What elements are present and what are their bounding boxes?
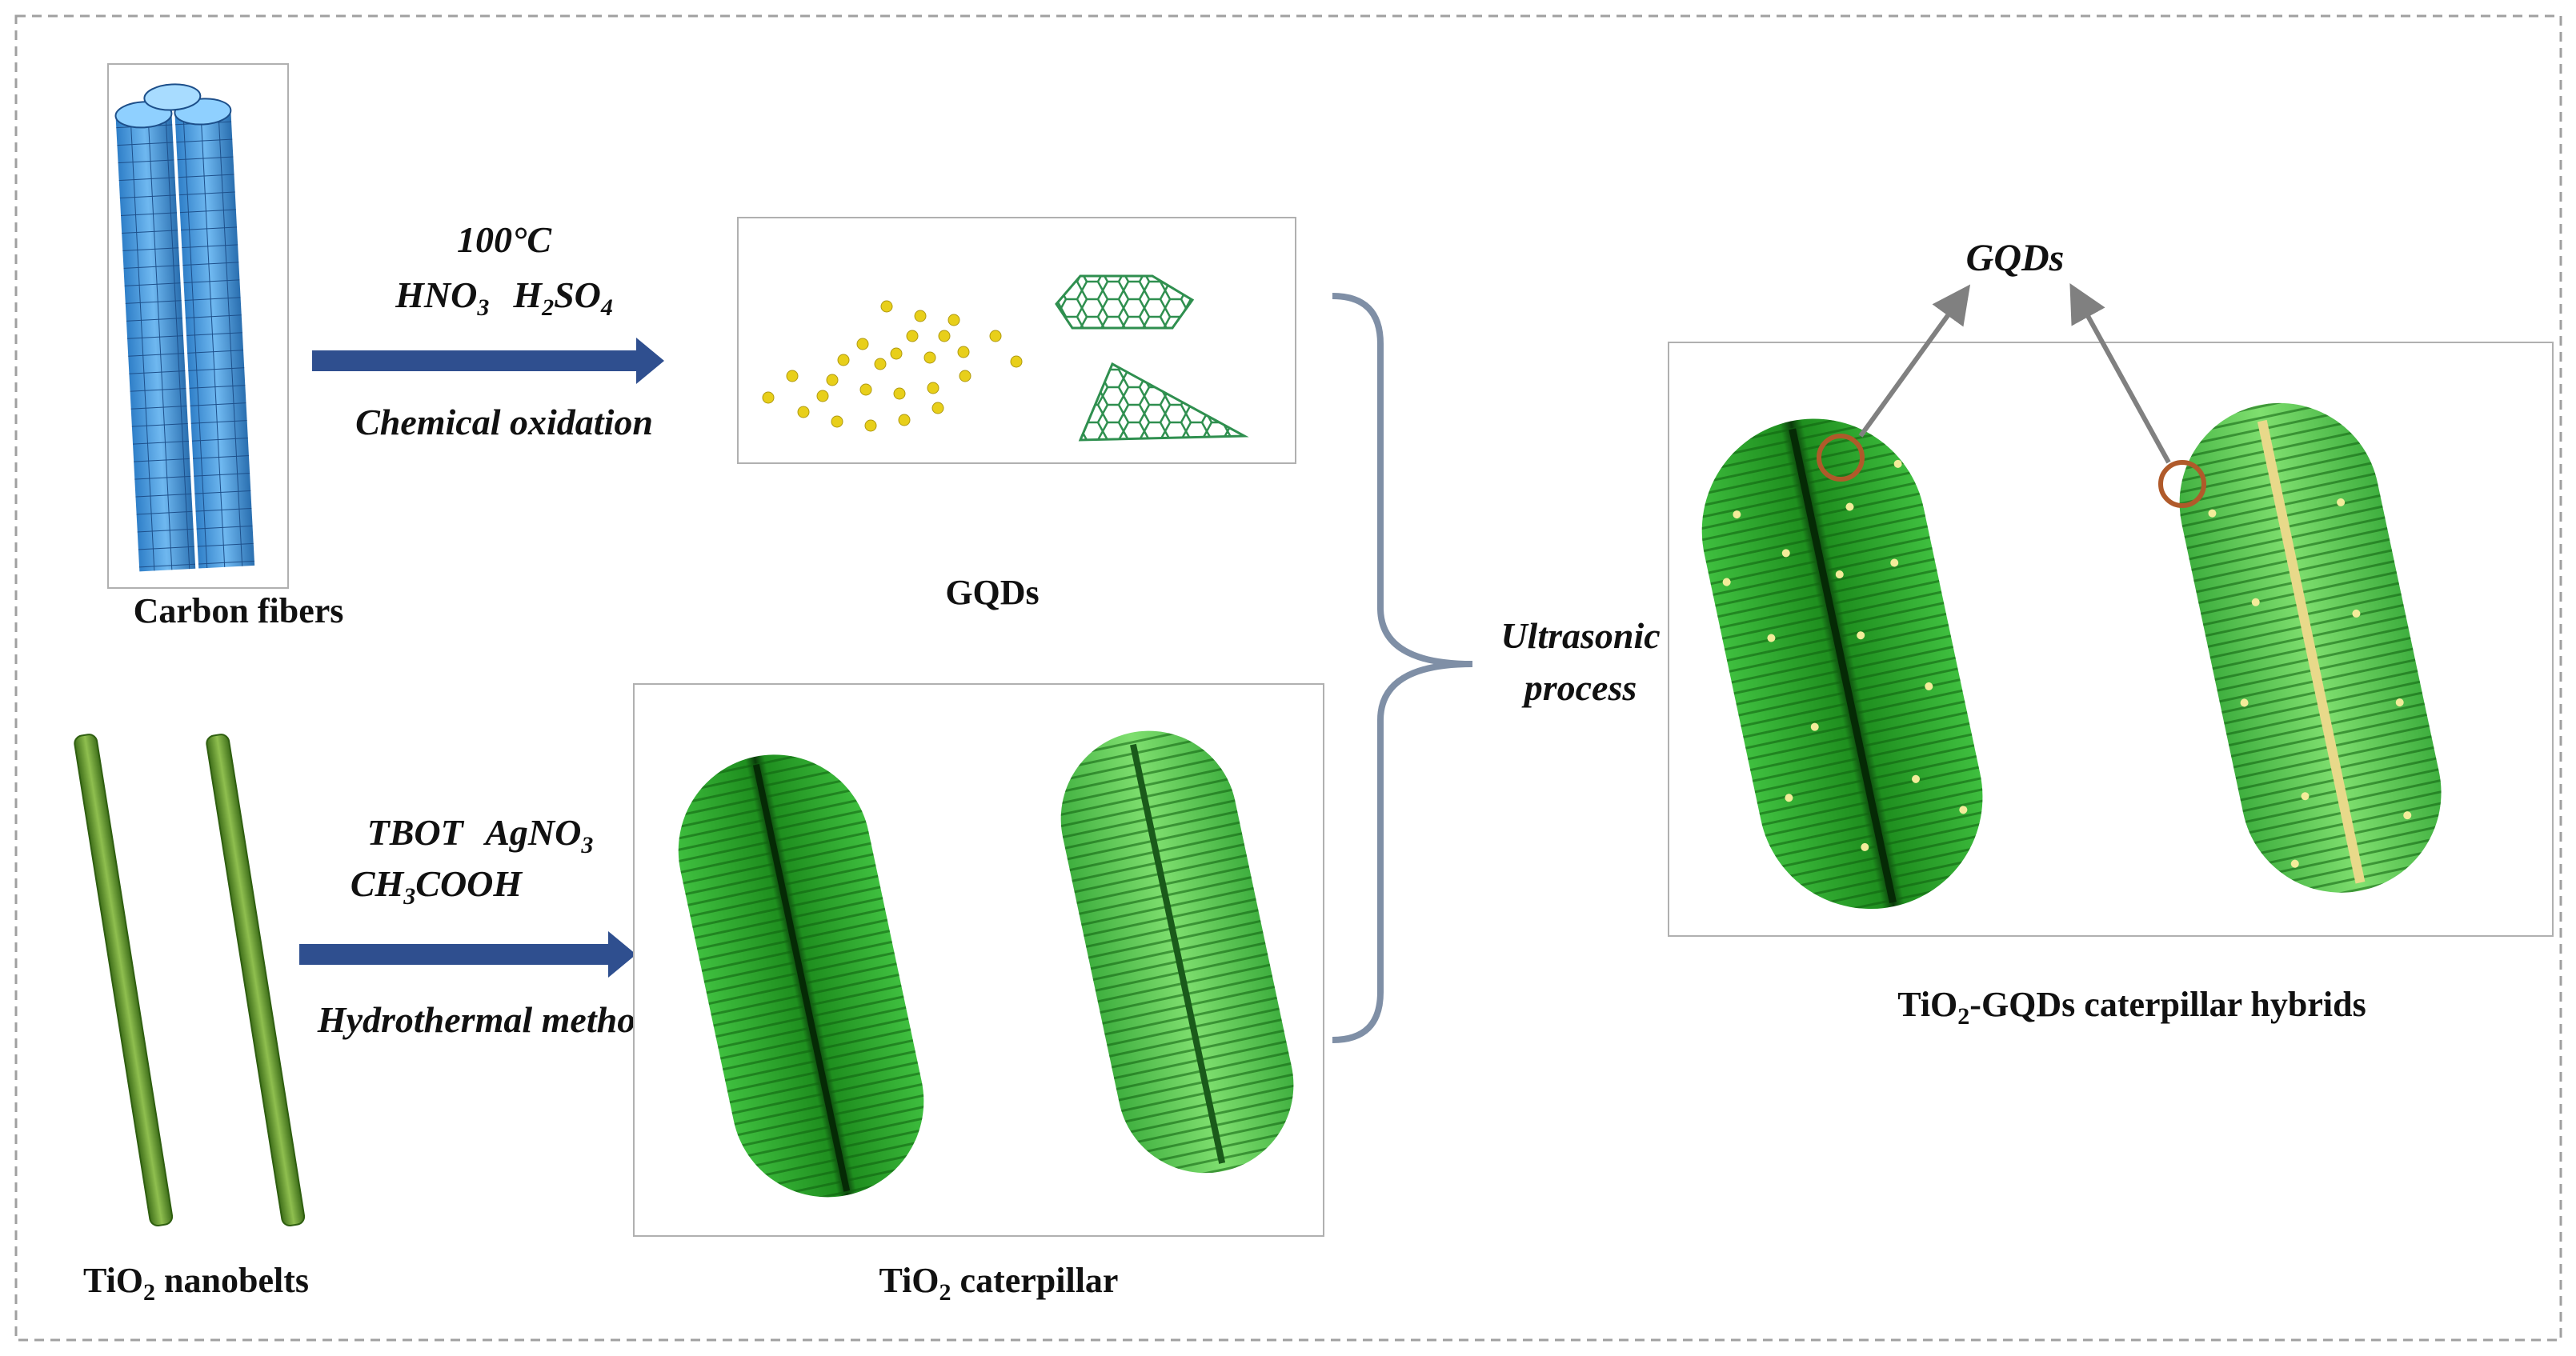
graphene-sheet-2 [1078,362,1249,442]
tio2-nanobelts-illustration [74,734,306,1226]
outer-frame [14,14,2562,1342]
gqd-pointer-arrow-1 [1858,284,1971,438]
graphene-sheet-1 [1055,274,1195,330]
step1-arrow [312,338,664,384]
step2-method: Hydrothermal method [317,999,655,1040]
carbon-fibers-illustration [107,63,289,589]
merge-brace [1332,293,1473,1043]
carbon-fibers-label: Carbon fibers [134,591,344,630]
hybrid-dots-2 [2208,498,2412,868]
gqd-dots [762,300,1023,432]
hybrids-label: TiO2-GQDs caterpillar hybrids [1897,985,2366,1030]
tio2-caterpillar-label: TiO2 caterpillar [879,1261,1119,1306]
step3-line2: process [1521,667,1637,708]
gqd-pointer-arrow-2 [2069,282,2171,464]
gqd-highlight-circle-1 [1817,434,1865,482]
gqds-label: GQDs [945,573,1039,612]
step2-arrow [299,931,636,978]
tio2-nanobelts-label: TiO2 nanobelts [83,1261,309,1306]
step1-temperature: 100°C [457,219,552,260]
hybrids-illustration [1668,282,2554,937]
step2-reagents-line2: CH3COOH [351,863,523,910]
step3-line1: Ultrasonic [1500,615,1660,656]
tio2-caterpillar-illustration [633,683,1324,1237]
hybrid-dots-1 [1722,459,1968,851]
gqds-pointer-label: GQDs [1966,237,2065,279]
step1-method: Chemical oxidation [355,402,653,442]
gqds-illustration [737,217,1296,464]
gqd-highlight-circle-2 [2158,460,2206,508]
